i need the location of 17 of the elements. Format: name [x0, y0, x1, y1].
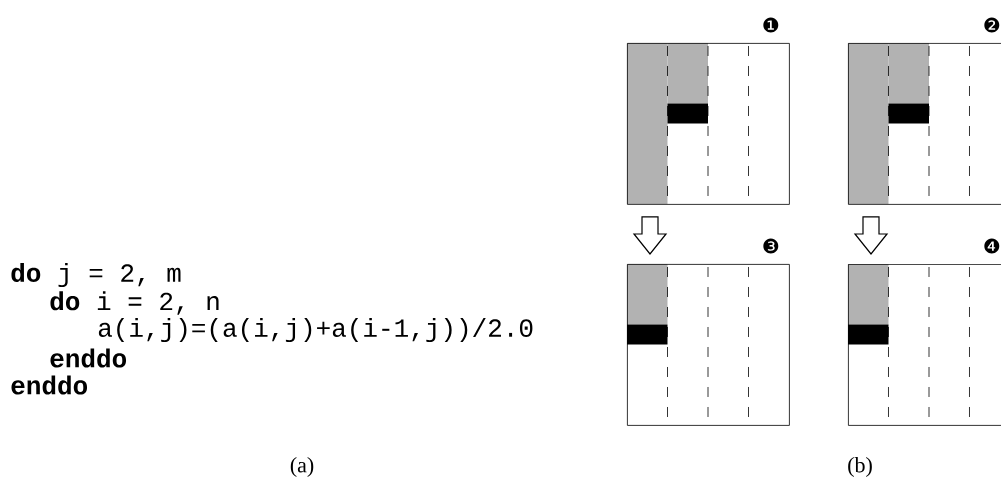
grid-box — [627, 263, 790, 426]
step-number: ❹ — [984, 238, 1000, 254]
step-number: ❶ — [763, 17, 779, 33]
grid-box — [627, 42, 790, 205]
hollow-arrow — [853, 216, 889, 255]
code-line: enddo — [11, 375, 88, 395]
code-line: a(i,j)=(a(i,j)+a(i-1,j))/2.0 — [98, 317, 533, 343]
step-number: ❸ — [763, 238, 779, 254]
grid-box — [848, 263, 1001, 426]
step-number: ❷ — [984, 17, 1000, 33]
panel-caption: (a) — [290, 457, 314, 477]
code-line: enddo — [50, 348, 127, 368]
code-line: do i = 2, n — [50, 291, 219, 315]
code-line: do j = 2, m — [11, 262, 181, 288]
grid-box — [848, 42, 1001, 205]
panel-caption: (b) — [848, 457, 872, 477]
hollow-arrow — [632, 216, 668, 255]
